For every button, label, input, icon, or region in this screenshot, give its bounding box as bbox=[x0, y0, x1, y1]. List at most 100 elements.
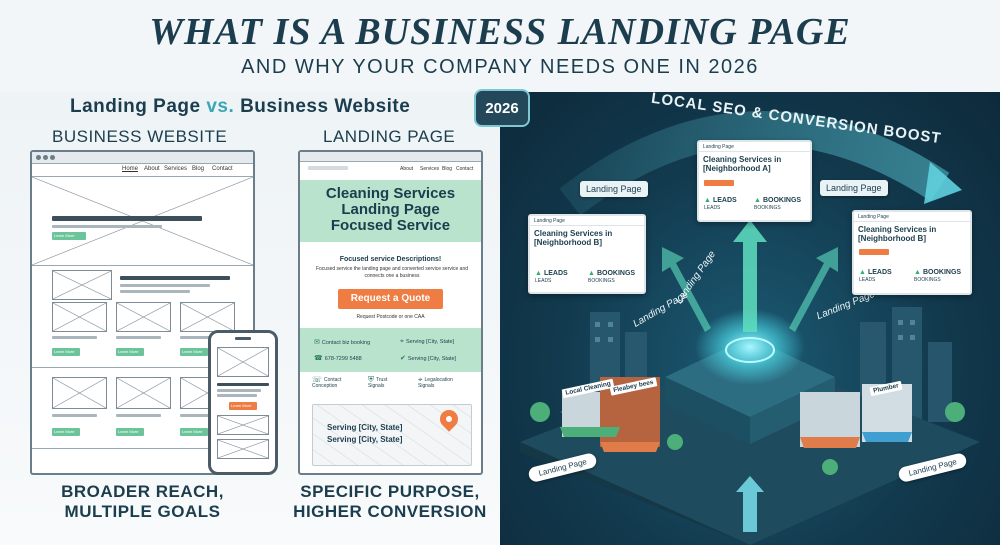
serving-area: ⌖Serving [City, State] bbox=[400, 338, 454, 346]
card-cta-button[interactable] bbox=[704, 180, 734, 186]
wire-learn-more-button[interactable]: Learn More bbox=[52, 348, 80, 356]
service-area-map[interactable]: Serving [City, State] Serving [City, Sta… bbox=[312, 404, 472, 466]
lp-summary-line1: Specific Purpose, bbox=[300, 482, 480, 501]
phone-speaker bbox=[235, 337, 251, 340]
neighborhood-card-b-right[interactable]: Landing Page Cleaning Services in[Neighb… bbox=[852, 210, 972, 295]
stat-main: BOOKINGS bbox=[596, 270, 636, 277]
page-subtitle: And Why Your Company Needs One in 2026 bbox=[241, 56, 759, 78]
up-arrow-icon: ▲ bbox=[859, 269, 866, 276]
bw-summary-line1: Broader Reach, bbox=[61, 482, 224, 501]
hub-glow bbox=[695, 309, 805, 385]
lp-focused-heading: Focused service Descriptions! bbox=[339, 256, 442, 263]
wire-nav-about[interactable]: About bbox=[144, 166, 160, 172]
divider bbox=[32, 265, 253, 266]
stat-sub: LEADS bbox=[859, 277, 876, 283]
window-dot-icon bbox=[50, 155, 55, 160]
card-title: Cleaning Services in[Neighborhood A] bbox=[699, 152, 810, 173]
wire-learn-more-button[interactable]: Learn More bbox=[116, 348, 144, 356]
text-bar bbox=[52, 336, 97, 339]
heading-business-website: Business Website bbox=[240, 96, 411, 117]
landing-page-mockup: About Services Blog Contact Cleaning Ser… bbox=[298, 150, 483, 475]
map-serving-line1: Serving [City, State] bbox=[327, 423, 403, 432]
check-circle-icon: ✔ bbox=[400, 355, 406, 362]
image-placeholder bbox=[52, 377, 107, 409]
divider bbox=[32, 176, 253, 177]
up-arrow-icon: ▲ bbox=[535, 270, 542, 277]
lp-summary-line2: Higher Conversion bbox=[293, 502, 487, 521]
wire-learn-more-button[interactable]: Learn More bbox=[180, 348, 208, 356]
phone-learn-more-button[interactable]: Learn More bbox=[229, 402, 257, 410]
neighborhood-card-b-left[interactable]: Landing Page Cleaning Services in[Neighb… bbox=[528, 214, 646, 294]
landing-page-tag-right: Landing Page bbox=[820, 180, 888, 196]
request-quote-button[interactable]: Request a Quote bbox=[338, 289, 443, 309]
trust-signals-line1: Trust bbox=[376, 377, 388, 383]
bw-summary-line2: Multiple Goals bbox=[64, 502, 221, 521]
wire-nav-contact[interactable]: Contact bbox=[212, 166, 233, 172]
phone-text-bar bbox=[217, 389, 261, 392]
stat-sub: LEADS bbox=[704, 205, 721, 211]
stat-main: LEADS bbox=[712, 197, 737, 204]
contact-phone-text: 678-7299 5488 bbox=[324, 356, 362, 362]
wire-learn-more-button[interactable]: Learn More bbox=[180, 428, 208, 436]
up-arrow-icon: ▲ bbox=[914, 269, 921, 276]
lp-cta-note: Request Postcode or one CAA bbox=[356, 314, 425, 320]
envelope-icon: ✉ bbox=[314, 339, 320, 346]
stat-main: BOOKINGS bbox=[922, 269, 962, 276]
lp-nav-about[interactable]: About bbox=[400, 166, 414, 172]
lp-nav-blog[interactable]: Blog bbox=[442, 166, 453, 172]
wire-learn-more-button[interactable]: Learn More bbox=[116, 428, 144, 436]
shield-check-icon: ⛨ bbox=[368, 375, 374, 384]
trust-contact-line2: Conception bbox=[312, 383, 338, 389]
trust-contact-line1: Contact bbox=[324, 377, 342, 383]
up-arrow-icon: ▲ bbox=[704, 197, 711, 204]
lp-description: Focused service the landing page and con… bbox=[315, 266, 469, 279]
image-placeholder bbox=[116, 302, 171, 332]
year-badge: 2026 bbox=[474, 89, 530, 127]
wire-nav-services[interactable]: Services bbox=[164, 166, 188, 172]
trust-signals-line2: Signals bbox=[368, 383, 385, 389]
local-seo-scene: Local SEO & Conversion Boost Landing Pag… bbox=[500, 92, 1000, 545]
stat-sub: BOOKINGS bbox=[914, 277, 941, 283]
map-pin-icon bbox=[436, 406, 462, 432]
lp-nav-contact[interactable]: Contact bbox=[456, 166, 474, 172]
lp-nav-services[interactable]: Services bbox=[420, 166, 440, 172]
card-title: Cleaning Services in[Neighborhood B] bbox=[854, 222, 970, 243]
divider bbox=[32, 367, 253, 368]
logo-placeholder bbox=[308, 166, 348, 170]
up-arrow-icon: ▲ bbox=[754, 197, 761, 204]
heading-vs: vs. bbox=[206, 96, 235, 117]
hero-placeholder bbox=[32, 177, 253, 265]
image-placeholder bbox=[116, 377, 171, 409]
wire-nav-blog[interactable]: Blog bbox=[192, 166, 205, 172]
card-title-line2: [Neighborhood B] bbox=[858, 234, 926, 243]
wire-learn-more-button[interactable]: Learn More bbox=[52, 232, 86, 240]
phone-text-bar bbox=[217, 383, 269, 386]
trust-location-line1: Legalocation bbox=[424, 377, 453, 383]
contact-phone[interactable]: ☎678-7299 5488 bbox=[314, 354, 362, 362]
phone-image-placeholder bbox=[217, 415, 269, 435]
wire-learn-more-button[interactable]: Learn More bbox=[52, 428, 80, 436]
text-bar bbox=[180, 336, 225, 339]
browser-bar bbox=[32, 152, 253, 164]
lp-contact-strip: ✉Contact biz booking ⌖Serving [City, Sta… bbox=[300, 328, 481, 372]
chat-icon: ☏ bbox=[312, 375, 323, 384]
text-bar bbox=[180, 414, 225, 417]
hero-text-bar bbox=[52, 225, 162, 228]
neighborhood-card-a[interactable]: Landing Page Cleaning Services in[Neighb… bbox=[697, 140, 812, 222]
window-dot-icon bbox=[36, 155, 41, 160]
text-bar bbox=[120, 290, 190, 293]
card-cta-button[interactable] bbox=[859, 249, 889, 255]
contact-business: ✉Contact biz booking bbox=[314, 338, 370, 346]
card-title-line1: Cleaning Services in bbox=[858, 225, 937, 234]
serving-area-text: Serving [City, State] bbox=[405, 339, 455, 345]
wire-nav-home[interactable]: Home bbox=[122, 166, 139, 172]
heading-landing-page: Landing Page bbox=[70, 96, 201, 117]
trust-location-line2: Signals bbox=[418, 383, 435, 389]
hero-heading-bar bbox=[52, 216, 202, 221]
card-title-line1: Cleaning Services in bbox=[703, 155, 782, 164]
